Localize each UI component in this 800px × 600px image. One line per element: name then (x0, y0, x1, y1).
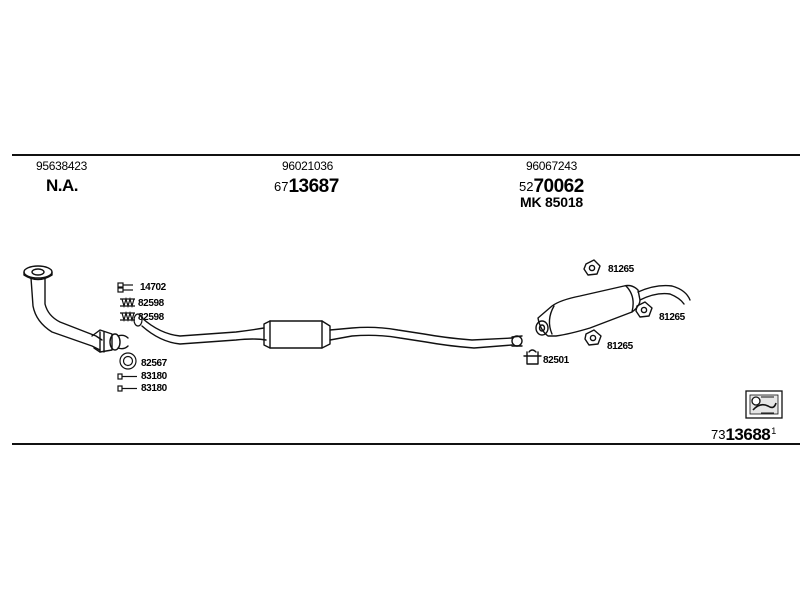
bolt-83180-icon-b (117, 385, 137, 392)
callout-82501: 82501 (543, 355, 569, 366)
callout-81265-bottom: 81265 (607, 341, 633, 352)
front-pipe-designation: N.A. (46, 176, 79, 195)
hardware-icons (117, 282, 143, 392)
rear-silencer-ref-prefix: 52 (519, 179, 534, 194)
diagram-ref-main: 13688 (725, 425, 771, 444)
diagram-ref-suffix: 1 (771, 426, 776, 436)
callout-83180-b: 83180 (141, 383, 167, 394)
spring-82598-icon (120, 296, 135, 309)
bottom-divider-line (12, 443, 800, 445)
callout-82598-a: 82598 (138, 298, 164, 309)
spring-82598-icon-b (120, 310, 135, 323)
middle-silencer-icon (141, 317, 523, 349)
middle-silencer-ref-main: 13687 (288, 176, 339, 197)
callout-82567: 82567 (141, 358, 167, 369)
callout-14702: 14702 (140, 282, 166, 293)
middle-silencer-part-number: 96021036 (282, 159, 333, 173)
catalog-kit-icon (745, 390, 783, 419)
callout-81265-right: 81265 (659, 312, 685, 323)
front-pipe-part-number: 95638423 (36, 159, 87, 173)
callout-82598-b: 82598 (138, 312, 164, 323)
rear-silencer-part-number: 96067243 (526, 159, 577, 173)
clamp-82501-icon (523, 349, 542, 365)
diagram-ref-prefix: 73 (711, 427, 726, 442)
rear-silencer-ref-main: 70062 (533, 176, 584, 197)
rear-silencer-icon (535, 284, 691, 337)
callout-81265-top: 81265 (608, 264, 634, 275)
rubber-mount-icons (583, 259, 653, 346)
rear-silencer-reference: 5270062 (519, 177, 584, 196)
bolt-83180-icon (117, 373, 137, 380)
pipe-joint-icon (109, 333, 129, 351)
middle-silencer-reference: 6713687 (274, 177, 339, 196)
front-flange-icon (23, 265, 53, 281)
joint-clamp-icon (133, 313, 143, 327)
front-downpipe-icon (30, 277, 113, 353)
middle-silencer-ref-prefix: 67 (274, 179, 289, 194)
diagram-reference: 73136881 (711, 426, 776, 443)
mounting-kit-label: MK 85018 (520, 194, 583, 210)
callout-83180-a: 83180 (141, 371, 167, 382)
top-divider-line (12, 154, 800, 156)
gasket-82567-icon (119, 352, 137, 370)
bolt-14702-icon (117, 282, 133, 293)
